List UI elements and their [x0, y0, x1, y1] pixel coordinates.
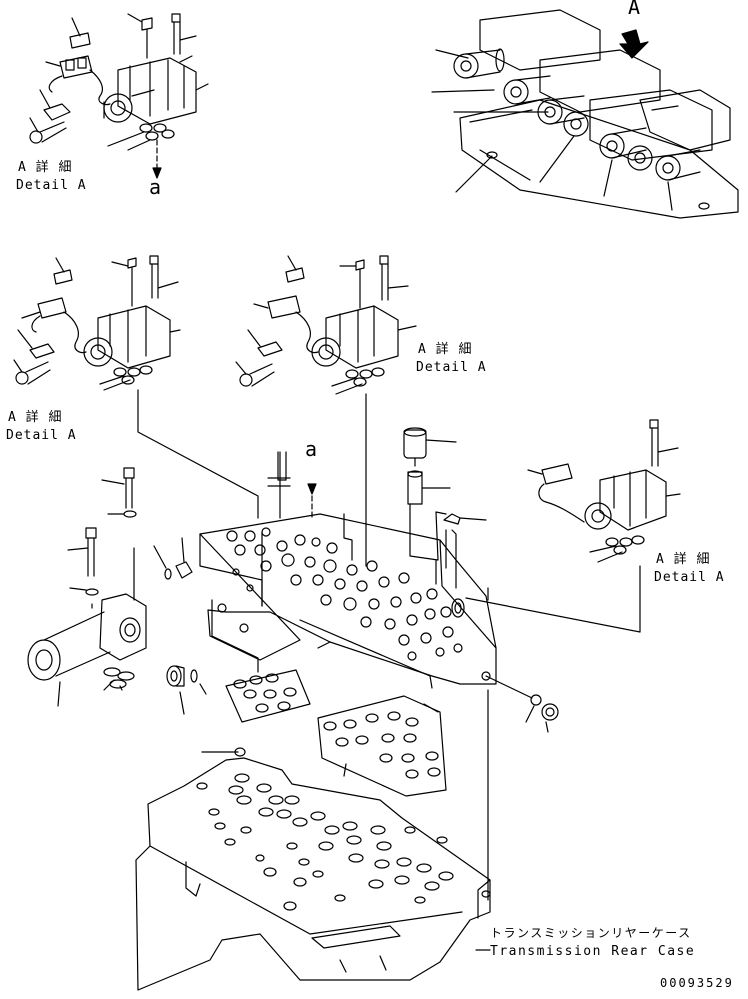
detail-jp-label-4: A 詳 細 — [656, 552, 711, 567]
label-plate-part — [70, 18, 90, 48]
bolts-left — [68, 468, 136, 608]
solenoid-washers — [104, 668, 134, 690]
detail-en-label-3: Detail A — [6, 428, 77, 443]
rear-case — [136, 748, 490, 990]
plug-left — [154, 538, 192, 579]
detail-en-label-4: Detail A — [654, 570, 725, 585]
rear-case-en-label: Transmission Rear Case — [490, 944, 696, 959]
gasket-lower — [318, 696, 446, 796]
detail-a-middle-center — [236, 256, 416, 394]
leader-lines-top-right — [432, 50, 678, 210]
ref-a-label-1: a — [149, 175, 162, 199]
bracket-part — [40, 90, 70, 120]
arrow-to-a — [153, 140, 161, 178]
main-solenoid — [28, 548, 146, 706]
solenoids — [454, 49, 700, 180]
detail-a-right — [528, 420, 680, 562]
solenoid-valve-part — [104, 58, 208, 124]
right-plug — [486, 676, 558, 732]
o-rings — [108, 124, 174, 150]
left-solenoid-assembly — [28, 468, 206, 714]
center-guide-lines — [138, 390, 640, 900]
dowel-pins — [404, 428, 486, 524]
detail-jp-label-1: A 詳 細 — [18, 160, 73, 175]
rear-case-ports — [197, 774, 453, 910]
detail-en-label-1: Detail A — [16, 178, 87, 193]
side-port-plug — [452, 599, 464, 617]
drawing-number: 00093529 — [660, 976, 734, 990]
valve-body-plate — [200, 514, 496, 688]
detail-a-middle-left — [14, 256, 180, 390]
plug-lower-left — [167, 666, 206, 714]
detail-jp-label-3: A 詳 細 — [8, 410, 63, 425]
valve-bodies — [480, 10, 730, 160]
valve-assembly-top-right — [432, 10, 738, 218]
bolt-part — [30, 118, 66, 143]
detail-a-top-left — [30, 14, 208, 178]
gasket-upper — [226, 670, 310, 722]
view-arrow-a — [620, 30, 648, 58]
detail-jp-label-2: A 詳 細 — [418, 342, 473, 357]
connector-part — [46, 56, 110, 105]
bolts-top — [128, 14, 196, 62]
ref-a-label-2: a — [305, 437, 318, 461]
detail-en-label-2: Detail A — [416, 360, 487, 375]
rear-case-jp-label: トランスミッションリヤーケース — [490, 926, 692, 940]
view-arrow-label: A — [628, 0, 641, 19]
valve-body-holes — [218, 528, 490, 680]
